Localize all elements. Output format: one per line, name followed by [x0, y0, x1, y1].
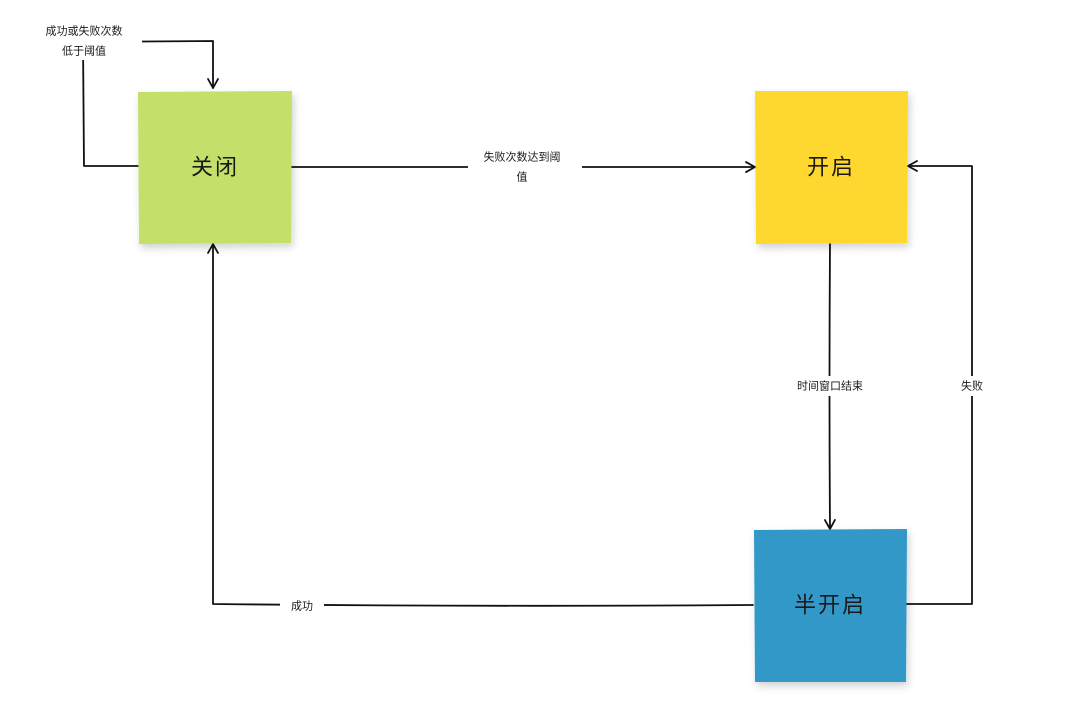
label-closed-self-line2: 低于阈值 [62, 44, 106, 58]
label-closed-to-open-line1: 失败次数达到阈 [484, 150, 561, 164]
label-half-open-to-open: 失败 [952, 376, 992, 396]
label-closed-to-open: 失败次数达到阈 值 [468, 148, 582, 188]
label-half-open-to-open-text: 失败 [961, 379, 983, 393]
label-open-to-half-open-text: 时间窗口结束 [797, 379, 863, 393]
label-closed-to-open-line2: 值 [517, 171, 528, 184]
node-half-open-box [754, 529, 907, 682]
label-closed-self-line1: 成功或失败次数 [46, 24, 123, 38]
node-closed-label: 关闭 [191, 156, 239, 181]
label-closed-self: 成功或失败次数 低于阈值 [30, 22, 142, 60]
label-half-open-to-closed-text: 成功 [291, 600, 313, 613]
node-half-open: 半开启 [754, 529, 907, 682]
edge-labels: 成功或失败次数 低于阈值 失败次数达到阈 值 时间窗口结束 失败 成功 [30, 22, 992, 616]
node-closed: 关闭 [138, 91, 292, 244]
edge-half-open-to-closed [207, 243, 754, 607]
node-open: 开启 [755, 91, 908, 244]
node-open-label: 开启 [807, 156, 855, 181]
node-closed-box [138, 91, 292, 244]
label-open-to-half-open: 时间窗口结束 [784, 376, 876, 396]
node-open-box [755, 91, 908, 244]
node-half-open-label: 半开启 [794, 594, 866, 619]
label-half-open-to-closed: 成功 [280, 596, 324, 616]
